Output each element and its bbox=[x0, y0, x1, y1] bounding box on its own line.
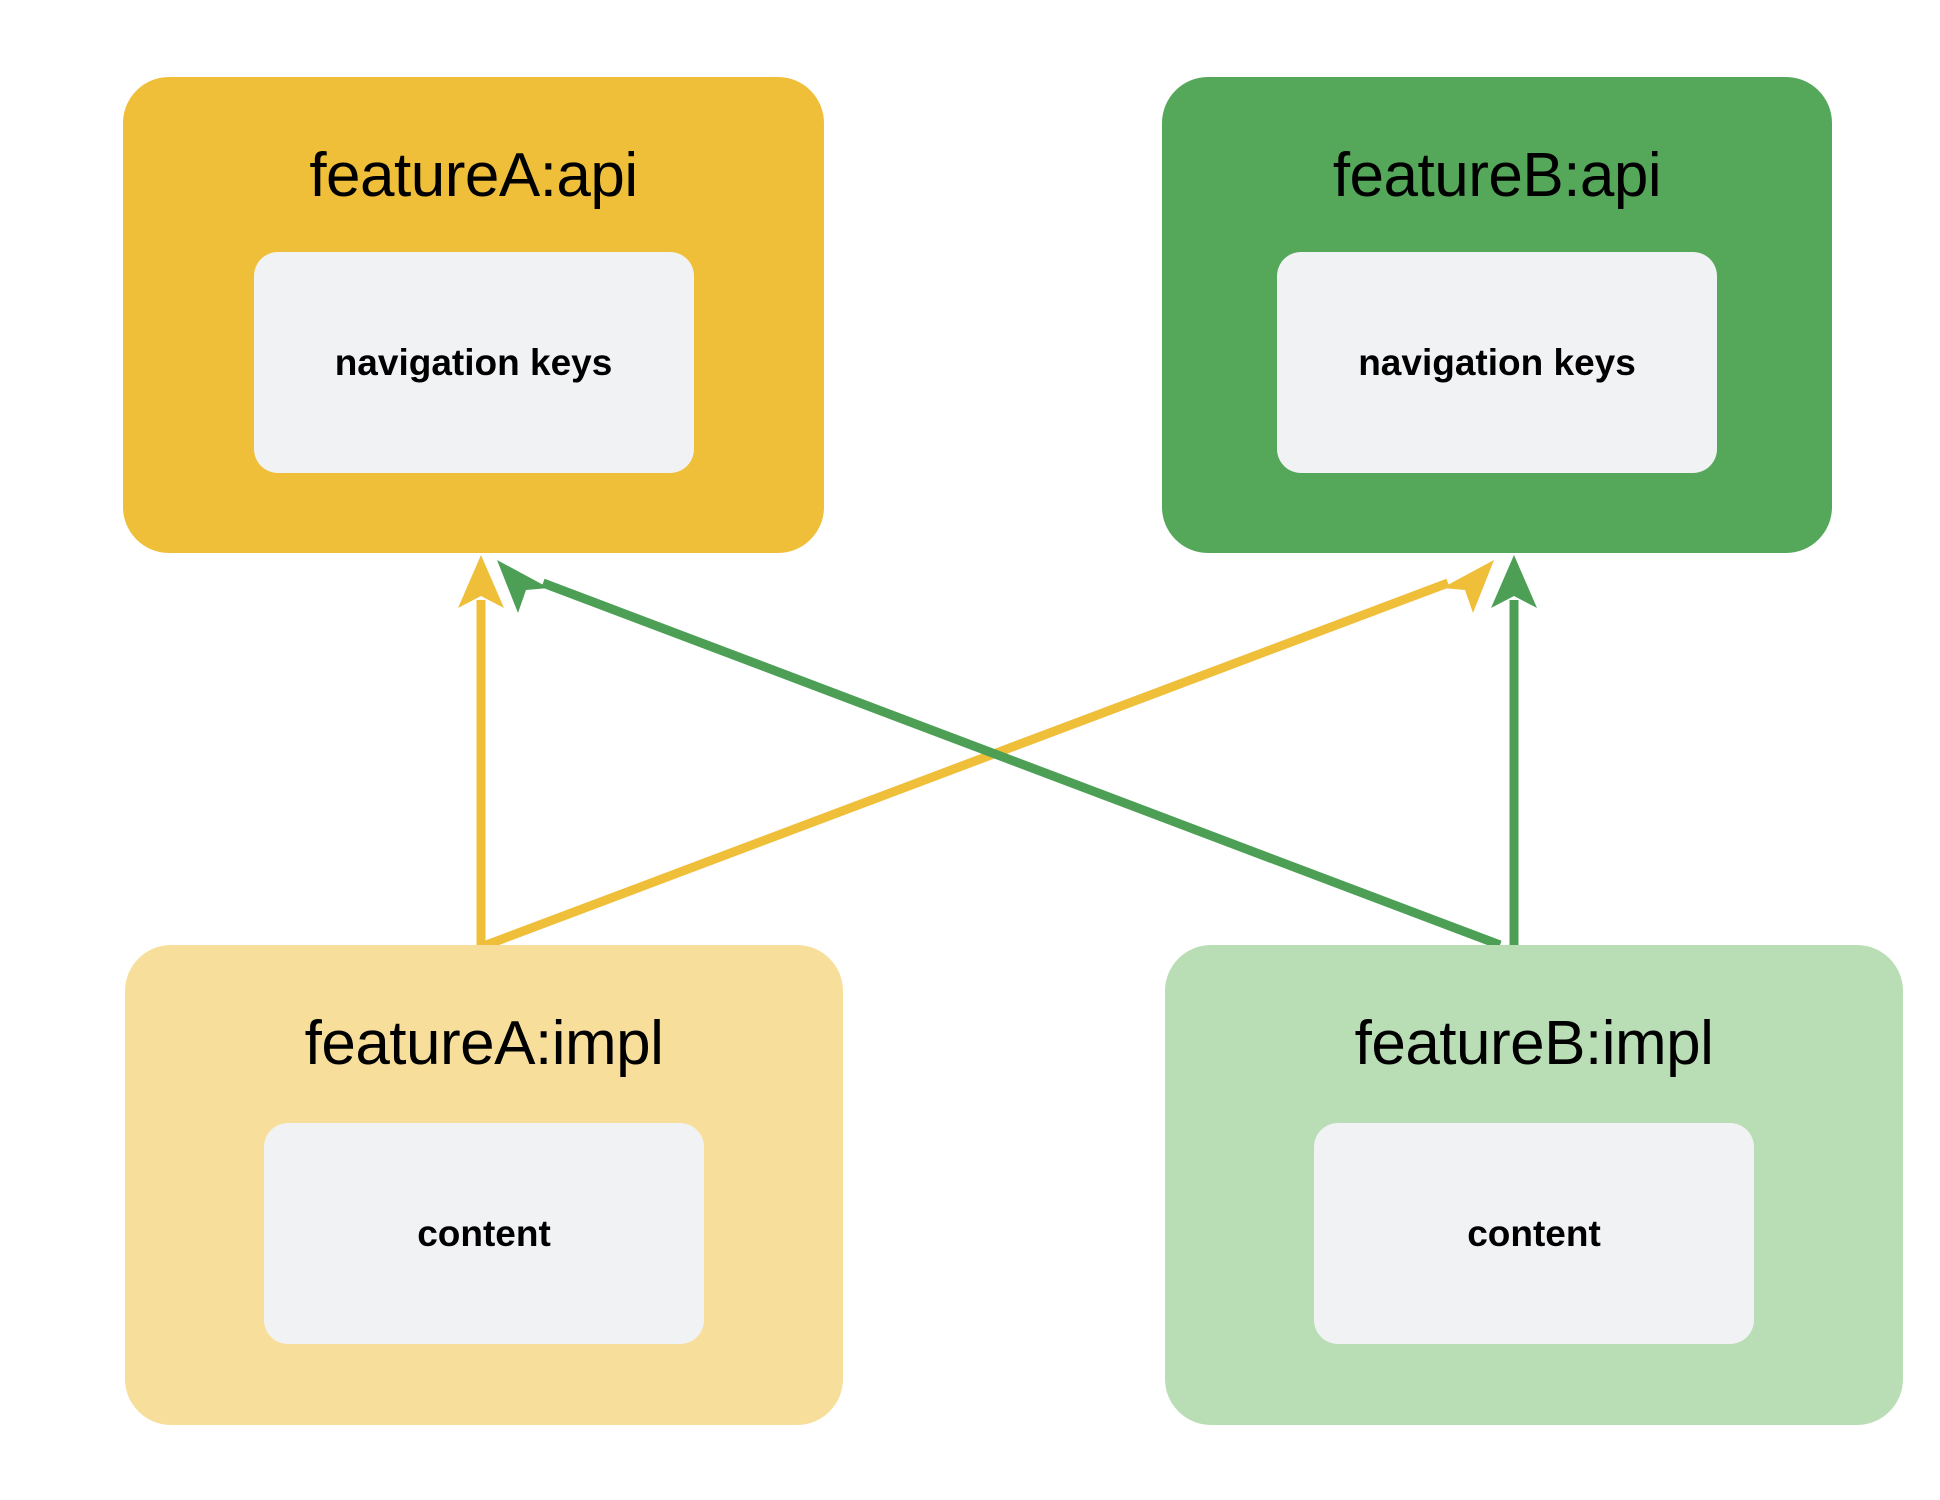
node-featureb-impl-title: featureB:impl bbox=[1354, 1009, 1714, 1078]
edge-a-impl-to-b-api-line bbox=[479, 578, 1450, 952]
node-featureb-api[interactable]: featureB:api navigation keys bbox=[1162, 77, 1832, 553]
node-featurea-api[interactable]: featureA:api navigation keys bbox=[123, 77, 824, 553]
edge-a-impl-to-a-api bbox=[458, 555, 504, 947]
edge-a-impl-to-b-api bbox=[479, 560, 1494, 952]
edge-b-impl-to-a-api-line bbox=[541, 578, 1502, 950]
node-featureb-impl-inner-box: content bbox=[1314, 1123, 1754, 1344]
node-featurea-impl-inner-label: content bbox=[417, 1213, 551, 1254]
edge-b-impl-to-b-api-arrowhead bbox=[1491, 555, 1537, 608]
edge-b-impl-to-a-api bbox=[497, 560, 1502, 950]
node-featurea-api-inner-label: navigation keys bbox=[334, 342, 613, 383]
edge-b-impl-to-b-api bbox=[1491, 555, 1537, 947]
edge-a-impl-to-a-api-arrowhead bbox=[458, 555, 504, 608]
edge-b-impl-to-a-api-arrowhead bbox=[497, 560, 549, 613]
node-featurea-api-title: featureA:api bbox=[309, 141, 638, 210]
node-featurea-api-inner-box: navigation keys bbox=[253, 252, 694, 473]
edge-a-impl-to-b-api-arrowhead bbox=[1442, 560, 1494, 613]
node-featureb-api-inner-label: navigation keys bbox=[1358, 342, 1636, 383]
node-featureb-api-title: featureB:api bbox=[1332, 141, 1662, 210]
node-featureb-impl-inner-label: content bbox=[1467, 1213, 1601, 1254]
node-featureb-api-inner-box: navigation keys bbox=[1277, 252, 1717, 473]
node-featurea-impl[interactable]: featureA:impl content bbox=[125, 945, 843, 1425]
node-featurea-impl-title: featureA:impl bbox=[304, 1009, 664, 1078]
node-featureb-impl[interactable]: featureB:impl content bbox=[1165, 945, 1903, 1425]
node-featurea-impl-inner-box: content bbox=[264, 1123, 704, 1344]
